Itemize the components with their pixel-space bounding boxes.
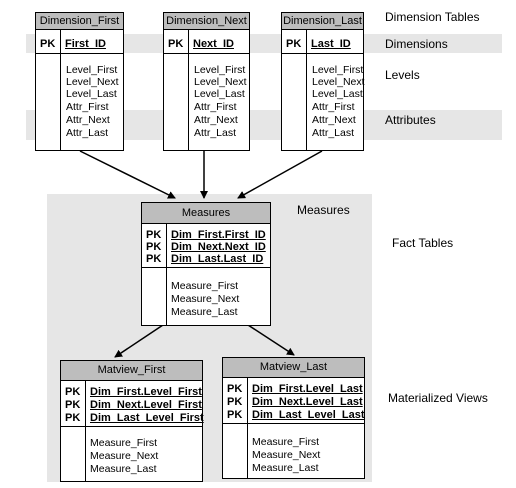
level-field: Level_Last — [66, 88, 117, 100]
table-title: Matview_Last — [223, 358, 364, 378]
attribute-field: Attr_First — [194, 101, 237, 113]
level-field: Level_Next — [194, 76, 247, 88]
key-divider — [223, 423, 364, 424]
fact-tables-label: Fact Tables — [392, 236, 454, 250]
pk-column-divider — [188, 29, 189, 150]
measure-field: Measure_First — [90, 437, 158, 449]
primary-key: Last_ID — [311, 38, 351, 50]
dimension-first-table: Dimension_First PK First_ID Level_First … — [35, 12, 124, 151]
primary-key: Next_ID — [193, 38, 234, 50]
pk-label: PK — [65, 412, 81, 424]
dimension-tables-label: Dimension Tables — [385, 10, 480, 24]
pk-label: PK — [146, 241, 162, 253]
pk-label: PK — [40, 38, 56, 50]
dimensions-band — [26, 34, 502, 53]
levels-label: Levels — [385, 68, 420, 82]
materialized-views-label: Materialized Views — [388, 391, 488, 405]
key-divider — [36, 53, 123, 54]
attribute-field: Attr_Next — [194, 114, 238, 126]
level-field: Level_Next — [312, 76, 365, 88]
foreign-key: Dim_First.First_ID — [171, 229, 266, 241]
measure-field: Measure_Next — [252, 449, 321, 461]
pk-column-divider — [306, 29, 307, 150]
foreign-key: Dim_Last.Last_ID — [171, 253, 264, 265]
pk-label: PK — [146, 253, 162, 265]
table-title: Dimension_Last — [282, 13, 363, 30]
measure-field: Measure_Last — [252, 462, 319, 474]
level-field: Level_First — [312, 64, 364, 76]
attribute-field: Attr_Next — [66, 114, 110, 126]
foreign-key: Dim_Last_Level_Last — [252, 409, 365, 421]
level-field: Level_First — [194, 64, 246, 76]
pk-column-divider — [247, 377, 248, 478]
primary-key: First_ID — [65, 38, 106, 50]
pk-label: PK — [286, 38, 302, 50]
dimension-last-table: Dimension_Last PK Last_ID Level_First Le… — [281, 12, 365, 151]
level-field: Level_Last — [194, 88, 245, 100]
pk-label: PK — [65, 399, 81, 411]
attribute-field: Attr_Last — [312, 127, 355, 139]
key-divider — [282, 53, 363, 54]
measure-field: Measure_First — [252, 436, 320, 448]
arrow-measures-matviewlast — [247, 324, 295, 356]
foreign-key: Dim_Next.Level_Last — [252, 396, 363, 408]
pk-label: PK — [227, 383, 243, 395]
pk-column-divider — [85, 380, 86, 481]
level-field: Level_First — [66, 64, 118, 76]
attribute-field: Attr_Last — [194, 127, 237, 139]
key-divider — [142, 267, 270, 268]
pk-label: PK — [65, 386, 81, 398]
table-title: Measures — [142, 203, 270, 224]
table-title: Matview_First — [61, 361, 202, 381]
pk-label: PK — [227, 409, 243, 421]
dimensions-label: Dimensions — [385, 37, 448, 51]
measure-field: Measure_Last — [90, 463, 157, 475]
measures-label: Measures — [297, 203, 350, 217]
pk-column-divider — [60, 29, 61, 150]
pk-column-divider — [166, 223, 167, 325]
arrow-dimfirst-measures — [79, 150, 176, 199]
foreign-key: Dim_Next.Next_ID — [171, 241, 266, 253]
measure-field: Measure_Last — [171, 306, 238, 318]
arrow-dimlast-measures — [237, 150, 323, 199]
key-divider — [164, 53, 249, 54]
pk-label: PK — [146, 229, 162, 241]
key-divider — [61, 426, 202, 427]
attribute-field: Attr_Next — [312, 114, 356, 126]
arrow-measures-matviewfirst — [114, 324, 164, 358]
table-title: Dimension_Next — [164, 13, 249, 30]
foreign-key: Dim_First.Level_Last — [252, 383, 363, 395]
measure-field: Measure_Next — [90, 450, 159, 462]
foreign-key: Dim_First.Level_First — [90, 386, 202, 398]
matview-first-table: Matview_First PK PK PK Dim_First.Level_F… — [60, 360, 204, 482]
measures-table: Measures PK PK PK Dim_First.First_ID Dim… — [141, 202, 271, 326]
table-title: Dimension_First — [36, 13, 123, 30]
level-field: Level_Next — [66, 76, 119, 88]
attribute-field: Attr_First — [66, 101, 109, 113]
dimension-next-table: Dimension_Next PK Next_ID Level_First Le… — [163, 12, 250, 151]
measure-field: Measure_First — [171, 280, 239, 292]
pk-label: PK — [227, 396, 243, 408]
pk-label: PK — [168, 38, 184, 50]
measure-field: Measure_Next — [171, 293, 240, 305]
attribute-field: Attr_Last — [66, 127, 109, 139]
level-field: Level_Last — [312, 88, 363, 100]
attribute-field: Attr_First — [312, 101, 355, 113]
foreign-key: Dim_Next.Level_First — [90, 399, 202, 411]
attributes-label: Attributes — [385, 113, 436, 127]
matview-last-table: Matview_Last PK PK PK Dim_First.Level_La… — [222, 357, 365, 479]
foreign-key: Dim_Last_Level_First — [90, 412, 204, 424]
